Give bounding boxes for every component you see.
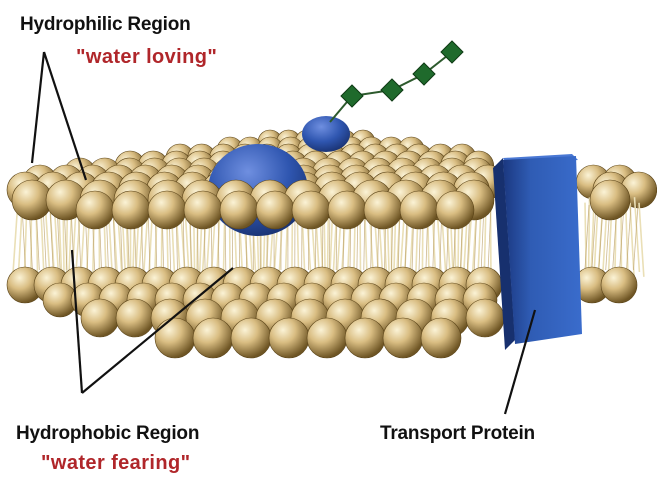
- callout-line-hydrophilic-1: [32, 52, 44, 163]
- phospholipid-head: [220, 191, 258, 229]
- globular-protein-small: [302, 116, 350, 152]
- sugar-unit: [441, 41, 463, 63]
- phospholipid-head: [269, 318, 309, 358]
- phospholipid-head: [231, 318, 271, 358]
- phospholipid-head: [155, 318, 195, 358]
- sugar-unit: [381, 79, 403, 101]
- phospholipid-head: [307, 318, 347, 358]
- hydrophilic-region-label: Hydrophilic Region: [20, 14, 191, 36]
- glycolipid-sugar-chain: [330, 41, 463, 122]
- water-loving-label: "water loving": [76, 46, 217, 69]
- phospholipid-head: [112, 191, 150, 229]
- phospholipid-head: [148, 191, 186, 229]
- hydrophobic-region-label: Hydrophobic Region: [16, 423, 199, 445]
- phospholipid-head: [436, 191, 474, 229]
- sugar-unit: [413, 63, 435, 85]
- phospholipid-head: [193, 318, 233, 358]
- phospholipid-head: [590, 180, 630, 220]
- phospholipid-head: [292, 191, 330, 229]
- phospholipid-head: [364, 191, 402, 229]
- phospholipid-head: [421, 318, 461, 358]
- phospholipid-head: [184, 191, 222, 229]
- phospholipid-head: [81, 299, 119, 337]
- phospholipid-head: [466, 299, 504, 337]
- phospholipid-head: [328, 191, 366, 229]
- transport-protein-front: [503, 156, 582, 344]
- phospholipid-head: [256, 191, 294, 229]
- callout-line-hydrophilic-2: [44, 52, 86, 180]
- phospholipid-head: [601, 267, 637, 303]
- phospholipid-head: [345, 318, 385, 358]
- water-fearing-label: "water fearing": [41, 452, 190, 475]
- transport-protein-label: Transport Protein: [380, 423, 535, 445]
- phospholipid-head: [116, 299, 154, 337]
- phospholipid-head: [383, 318, 423, 358]
- transport-protein-shape: [493, 154, 582, 350]
- phospholipid-head: [76, 191, 114, 229]
- phospholipid-head: [400, 191, 438, 229]
